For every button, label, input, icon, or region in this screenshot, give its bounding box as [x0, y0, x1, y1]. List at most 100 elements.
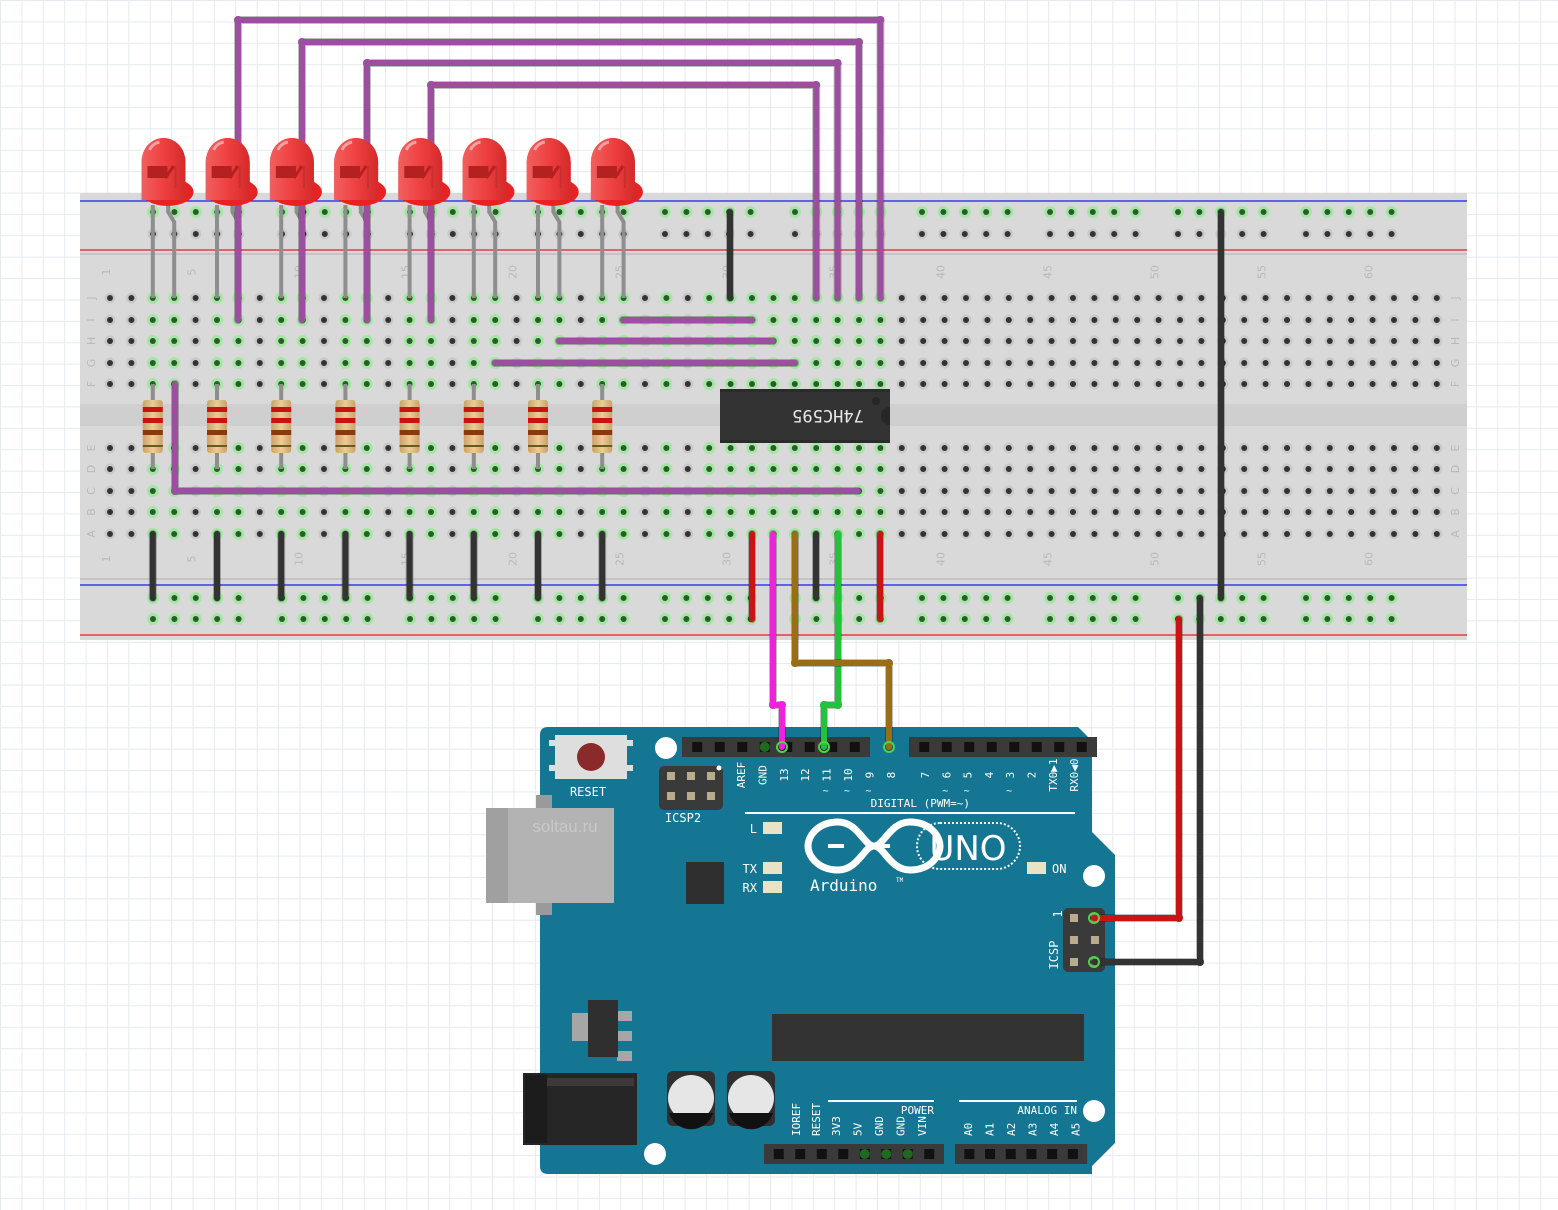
- clock-wire-pin13[interactable]: [770, 531, 785, 750]
- resistor-band-red: [142, 407, 163, 412]
- red-led[interactable]: [269, 138, 322, 206]
- led-leg-cathode: [551, 205, 562, 298]
- breadboard-hole-center: [1091, 531, 1098, 537]
- breadboard-hole-center: [1070, 531, 1076, 537]
- breadboard-hole-center: [941, 466, 948, 472]
- header-socket[interactable]: [1009, 742, 1020, 752]
- ic-top: [720, 392, 890, 440]
- header-socket[interactable]: [838, 1149, 849, 1159]
- header-socket[interactable]: [986, 742, 997, 752]
- red-led[interactable]: [590, 138, 643, 206]
- header-socket[interactable]: [849, 742, 860, 752]
- icsp-pin[interactable]: [1070, 958, 1078, 966]
- header-socket[interactable]: [924, 1149, 935, 1159]
- resistor[interactable]: [399, 400, 420, 453]
- breadboard-hole-center: [1305, 445, 1312, 451]
- header-socket[interactable]: [773, 1149, 784, 1159]
- rail-hole-center: [1239, 209, 1246, 215]
- breadboard-hole-center: [1134, 338, 1141, 344]
- rail-hole-center: [1324, 209, 1331, 215]
- breadboard-hole-center: [214, 509, 220, 515]
- rail-hole-center: [1388, 209, 1395, 215]
- icsp2-pin[interactable]: [707, 792, 715, 800]
- red-led[interactable]: [462, 138, 515, 206]
- breadboard-hole-center: [1391, 445, 1397, 451]
- resistor-band-red: [207, 418, 227, 423]
- resistor[interactable]: [528, 400, 548, 453]
- header-socket[interactable]: [804, 742, 815, 752]
- red-led[interactable]: [334, 138, 387, 206]
- breadboard-hole-center: [192, 531, 199, 537]
- column-number-label: 5: [186, 269, 199, 276]
- header-socket[interactable]: [1005, 1149, 1016, 1159]
- rail-hole-center: [449, 595, 456, 601]
- header-socket[interactable]: [1026, 1149, 1037, 1159]
- icsp2-header[interactable]: [659, 765, 723, 811]
- column-number-label: 5: [186, 556, 199, 563]
- breadboard-hole-center: [791, 338, 798, 344]
- breadboard-hole-center: [791, 317, 798, 323]
- rail-hole-center: [192, 231, 199, 237]
- breadboard-hole-center: [363, 360, 370, 366]
- header-socket[interactable]: [1047, 1149, 1058, 1159]
- rail-hole-center: [1388, 595, 1395, 601]
- red-led[interactable]: [205, 138, 258, 206]
- data-wire-pin11[interactable]: [821, 531, 841, 750]
- breadboard-hole-center: [149, 488, 156, 494]
- breadboard-hole-center: [299, 445, 306, 451]
- resistor[interactable]: [142, 400, 163, 453]
- header-socket[interactable]: [1031, 742, 1042, 752]
- breadboard-hole-center: [1412, 338, 1419, 344]
- header-socket[interactable]: [1067, 1149, 1078, 1159]
- icsp2-pin[interactable]: [687, 772, 695, 780]
- breadboard-hole-center: [1027, 360, 1034, 366]
- breadboard-hole-center: [321, 509, 327, 515]
- icsp2-pin[interactable]: [667, 772, 675, 780]
- breadboard-hole-center: [299, 360, 306, 366]
- breadboard-hole-center: [149, 317, 156, 323]
- header-socket[interactable]: [795, 1149, 806, 1159]
- rail-hole-center: [428, 595, 435, 601]
- resistor[interactable]: [463, 400, 484, 453]
- header-socket[interactable]: [1054, 742, 1065, 752]
- reset-button[interactable]: [577, 743, 605, 771]
- resistor[interactable]: [271, 400, 292, 453]
- breadboard-hole-center: [813, 466, 820, 472]
- red-led[interactable]: [398, 138, 451, 206]
- header-socket[interactable]: [714, 742, 725, 752]
- resistor[interactable]: [592, 400, 613, 453]
- header-socket[interactable]: [919, 742, 930, 752]
- breadboard-hole-center: [1262, 381, 1269, 387]
- icsp-pin[interactable]: [1070, 914, 1078, 922]
- breadboard-hole-center: [1348, 317, 1355, 323]
- header-socket[interactable]: [1076, 742, 1087, 752]
- breadboard-hole-center: [813, 360, 820, 366]
- ic-74hc595[interactable]: 74HC595: [720, 389, 890, 443]
- header-socket[interactable]: [964, 1149, 975, 1159]
- header-socket[interactable]: [827, 742, 838, 752]
- header-socket[interactable]: [985, 1149, 996, 1159]
- resistor[interactable]: [207, 400, 227, 453]
- red-led[interactable]: [526, 138, 579, 206]
- row-label: B: [1449, 508, 1462, 516]
- clock-wire-pin13-bend: [778, 701, 786, 709]
- header-socket[interactable]: [692, 742, 703, 752]
- header-socket[interactable]: [941, 742, 952, 752]
- breadboard-hole-center: [770, 445, 777, 451]
- icsp2-pin[interactable]: [707, 772, 715, 780]
- icsp-pin[interactable]: [1091, 936, 1099, 944]
- header-socket[interactable]: [816, 1149, 827, 1159]
- breadboard-hole-center: [749, 381, 755, 387]
- breadboard-hole-center: [321, 466, 327, 472]
- red-led[interactable]: [141, 138, 194, 206]
- latch-wire-pin8[interactable]: [792, 531, 892, 750]
- digital-pin-label: RX0◀0: [1068, 758, 1081, 791]
- icsp-pin[interactable]: [1070, 936, 1078, 944]
- rail-hole-center: [1089, 231, 1096, 237]
- header-socket[interactable]: [964, 742, 975, 752]
- icsp2-pin[interactable]: [667, 792, 675, 800]
- header-socket[interactable]: [737, 742, 748, 752]
- resistor[interactable]: [335, 400, 356, 453]
- icsp2-pin[interactable]: [687, 792, 695, 800]
